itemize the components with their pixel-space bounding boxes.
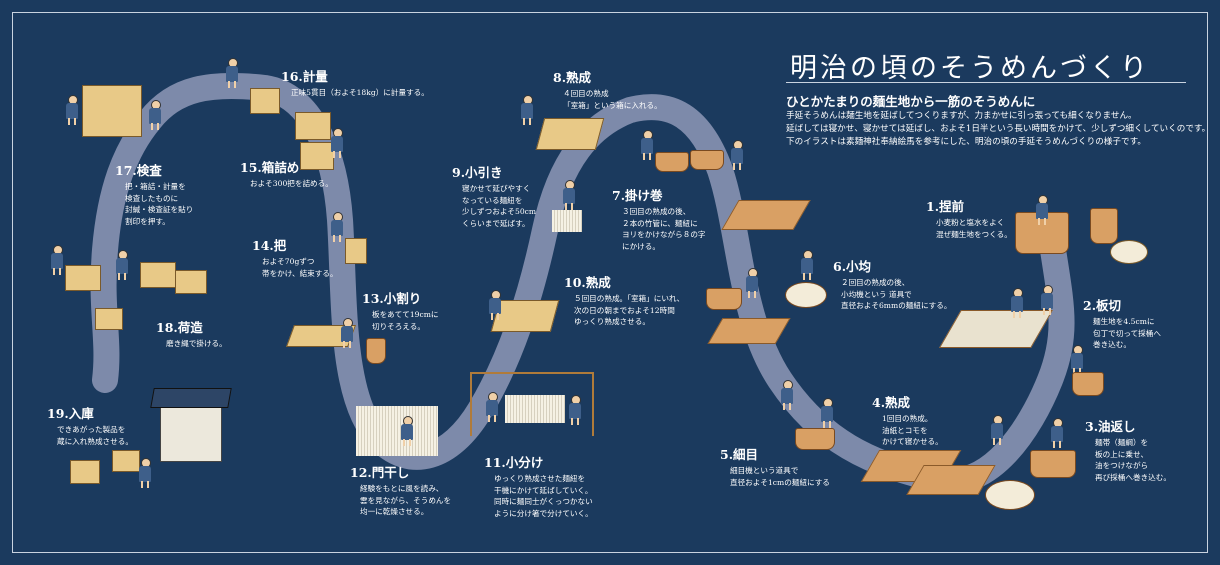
step-17: 17.検査 把・箱詰・計量を 検査したものに 封緘・検査証を貼り 割印を押す。 (115, 160, 193, 227)
step-desc: 寝かせて延びやすく なっている麺紐を 少しずつおよそ50cm くらいまで延ばす。 (462, 184, 537, 228)
step-desc: ３回目の熟成の後、 ２本の竹管に、麺紐に ヨリをかけながら８の字 にかける。 (622, 207, 706, 251)
step-10: 10.熟成 ５回目の熟成。「室箱」にいれ、 次の日の朝までおよそ12時間 ゆっく… (564, 272, 684, 328)
step-6: 6.小均 ２回目の熟成の後、 小均機という 道具で 直径およそ6mmの麺紐にする… (833, 256, 951, 312)
step-label: 19.入庫 (47, 406, 94, 421)
step-label: 12.門干し (350, 465, 410, 480)
step-desc: 経験をもとに風を読み、 雲を見ながら、そうめんを 均一に乾燥させる。 (360, 484, 452, 516)
step-label: 6.小均 (833, 259, 872, 274)
step-label: 2.板切 (1083, 298, 1122, 313)
step-desc: できあがった製品を 蔵に入れ熟成させる。 (57, 425, 133, 446)
step-11: 11.小分け ゆっくり熟成させた麺紐を 干機にかけて延ばしていく。 同時に麺同士… (484, 452, 593, 519)
border-frame (12, 12, 1208, 553)
page-subtitle: ひとかたまりの麺生地から一筋のそうめんに (786, 94, 1036, 109)
step-desc: ２回目の熟成の後、 小均機という 道具で 直径およそ6mmの麺紐にする。 (841, 278, 952, 310)
step-desc: 麺帯（麺綱）を 板の上に乗せ、 油をつけながら 再び採桶へ巻き込む。 (1095, 438, 1171, 482)
step-4: 4.熟成 1回目の熟成。 油紙とコモを かけて寝かせる。 (872, 392, 943, 448)
step-desc: 麺生地を4.5cmに 包丁で切って採桶へ 巻き込む。 (1093, 317, 1161, 349)
step-desc: 正味5貫目（およそ18kg）に計量する。 (291, 88, 429, 97)
step-label: 15.箱詰め (240, 160, 300, 175)
step-desc: ゆっくり熟成させた麺紐を 干機にかけて延ばしていく。 同時に麺同士がくっつかない… (494, 474, 593, 518)
step-label: 8.熟成 (553, 70, 592, 85)
intro-line: 下のイラストは素麺神社奉納絵馬を参考にした、明治の頃の手延そうめんづくりの様子で… (786, 137, 1146, 147)
step-label: 14.把 (252, 238, 287, 253)
step-19: 19.入庫 できあがった製品を 蔵に入れ熟成させる。 (47, 403, 133, 447)
step-label: 13.小割り (362, 291, 422, 306)
step-label: 11.小分け (484, 455, 544, 470)
intro-text: 手延そうめんは麺生地を延ばしてつくりますが、力まかせに引っ張っても細くなりません… (786, 110, 1211, 149)
step-desc: およそ70gずつ 帯をかけ、結束する。 (262, 257, 338, 278)
step-desc: ４回目の熟成 「室箱」という箱に入れる。 (563, 89, 662, 110)
step-7: 7.掛け巻 ３回目の熟成の後、 ２本の竹管に、麺紐に ヨリをかけながら８の字 に… (612, 185, 706, 252)
step-label: 5.細目 (720, 447, 759, 462)
step-desc: 把・箱詰・計量を 検査したものに 封緘・検査証を貼り 割印を押す。 (125, 182, 194, 226)
step-desc: およそ300把を詰める。 (250, 179, 333, 188)
step-14: 14.把 およそ70gずつ 帯をかけ、結束する。 (252, 235, 338, 279)
step-9: 9.小引き 寝かせて延びやすく なっている麺紐を 少しずつおよそ50cm くらい… (452, 162, 536, 229)
step-desc: 細目機という道具で 直径およそ1cmの麺紐にする (730, 466, 830, 487)
intro-line: 手延そうめんは麺生地を延ばしてつくりますが、力まかせに引っ張っても細くなりません… (786, 111, 1137, 121)
step-15: 15.箱詰め およそ300把を詰める。 (240, 157, 333, 190)
step-label: 18.荷造 (156, 320, 203, 335)
title-divider (786, 82, 1186, 83)
step-label: 1.捏前 (926, 199, 965, 214)
step-desc: ５回目の熟成。「室箱」にいれ、 次の日の朝までおよそ12時間 ゆっくり熟成させる… (574, 294, 685, 326)
step-16: 16.計量 正味5貫目（およそ18kg）に計量する。 (281, 66, 429, 99)
step-label: 7.掛け巻 (612, 188, 663, 203)
intro-line: 延ばしては寝かせ、寝かせては延ばし、およそ1日半という長い時間をかけて、少しずつ… (786, 124, 1211, 134)
step-12: 12.門干し 経験をもとに風を読み、 雲を見ながら、そうめんを 均一に乾燥させる… (350, 462, 451, 518)
step-5: 5.細目 細目機という道具で 直径およそ1cmの麺紐にする (720, 444, 830, 488)
step-8: 8.熟成 ４回目の熟成 「室箱」という箱に入れる。 (553, 67, 662, 111)
step-label: 16.計量 (281, 69, 328, 84)
step-label: 9.小引き (452, 165, 503, 180)
step-label: 10.熟成 (564, 275, 611, 290)
page-title: 明治の頃のそうめんづくり (790, 53, 1150, 84)
step-18: 18.荷造 磨き縄で掛ける。 (156, 317, 227, 350)
step-1: 1.捏前 小麦粉と塩水をよく 混ぜ麺生地をつくる。 (926, 196, 1012, 240)
step-label: 4.熟成 (872, 395, 911, 410)
step-desc: 小麦粉と塩水をよく 混ぜ麺生地をつくる。 (936, 218, 1012, 239)
step-desc: 磨き縄で掛ける。 (166, 339, 227, 348)
step-label: 17.検査 (115, 163, 162, 178)
step-desc: 1回目の熟成。 油紙とコモを かけて寝かせる。 (882, 414, 943, 446)
step-2: 2.板切 麺生地を4.5cmに 包丁で切って採桶へ 巻き込む。 (1083, 295, 1161, 351)
step-desc: 板をあてて19cmに 切りそろえる。 (372, 310, 439, 331)
step-label: 3.油返し (1085, 419, 1136, 434)
step-3: 3.油返し 麺帯（麺綱）を 板の上に乗せ、 油をつけながら 再び採桶へ巻き込む。 (1085, 416, 1171, 483)
step-13: 13.小割り 板をあてて19cmに 切りそろえる。 (362, 288, 439, 332)
